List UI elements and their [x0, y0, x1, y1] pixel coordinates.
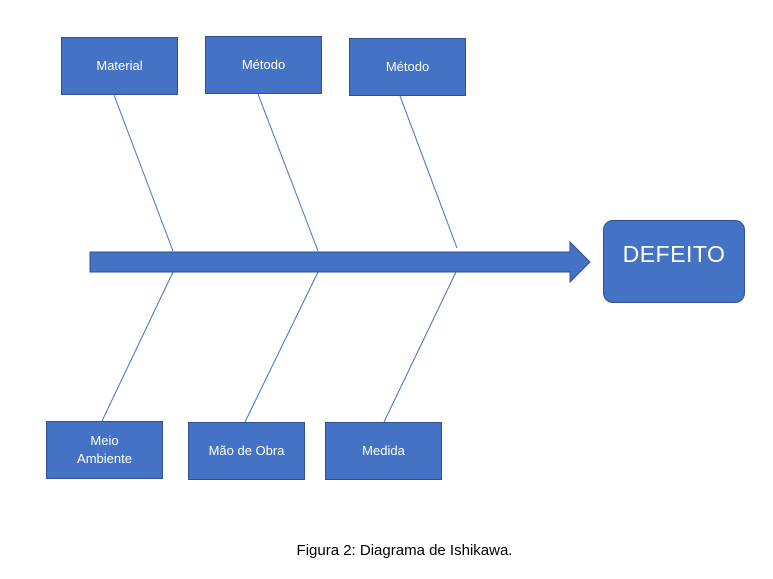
- bone-line-metodo-1: [257, 93, 319, 252]
- cause-label-metodo-1: Método: [241, 57, 286, 72]
- cause-label-material: Material: [96, 58, 143, 73]
- bone-line-mao-de-obra: [244, 271, 319, 423]
- cause-box-meio-ambiente: Meio Ambiente: [46, 421, 163, 479]
- effect-box: DEFEITO: [603, 220, 745, 303]
- bone-line-material: [113, 94, 174, 252]
- cause-box-medida: Medida: [325, 422, 442, 480]
- cause-label-meio-ambiente: Meio Ambiente: [77, 433, 132, 466]
- cause-label-mao-de-obra: Mão de Obra: [208, 443, 285, 458]
- cause-label-medida: Medida: [362, 443, 405, 458]
- bone-line-metodo-2: [399, 95, 458, 249]
- figure-caption: Figura 2: Diagrama de Ishikawa.: [296, 542, 513, 559]
- cause-box-material: Material: [61, 37, 178, 95]
- bone-line-medida: [383, 271, 457, 423]
- cause-box-metodo-1: Método: [205, 36, 322, 94]
- bone-line-meio-ambiente: [101, 271, 174, 422]
- effect-label: DEFEITO: [622, 241, 726, 267]
- cause-box-mao-de-obra: Mão de Obra: [188, 422, 305, 480]
- spine-arrow: [89, 240, 591, 284]
- cause-box-metodo-2: Método: [349, 38, 466, 96]
- cause-label-metodo-2: Método: [385, 59, 430, 74]
